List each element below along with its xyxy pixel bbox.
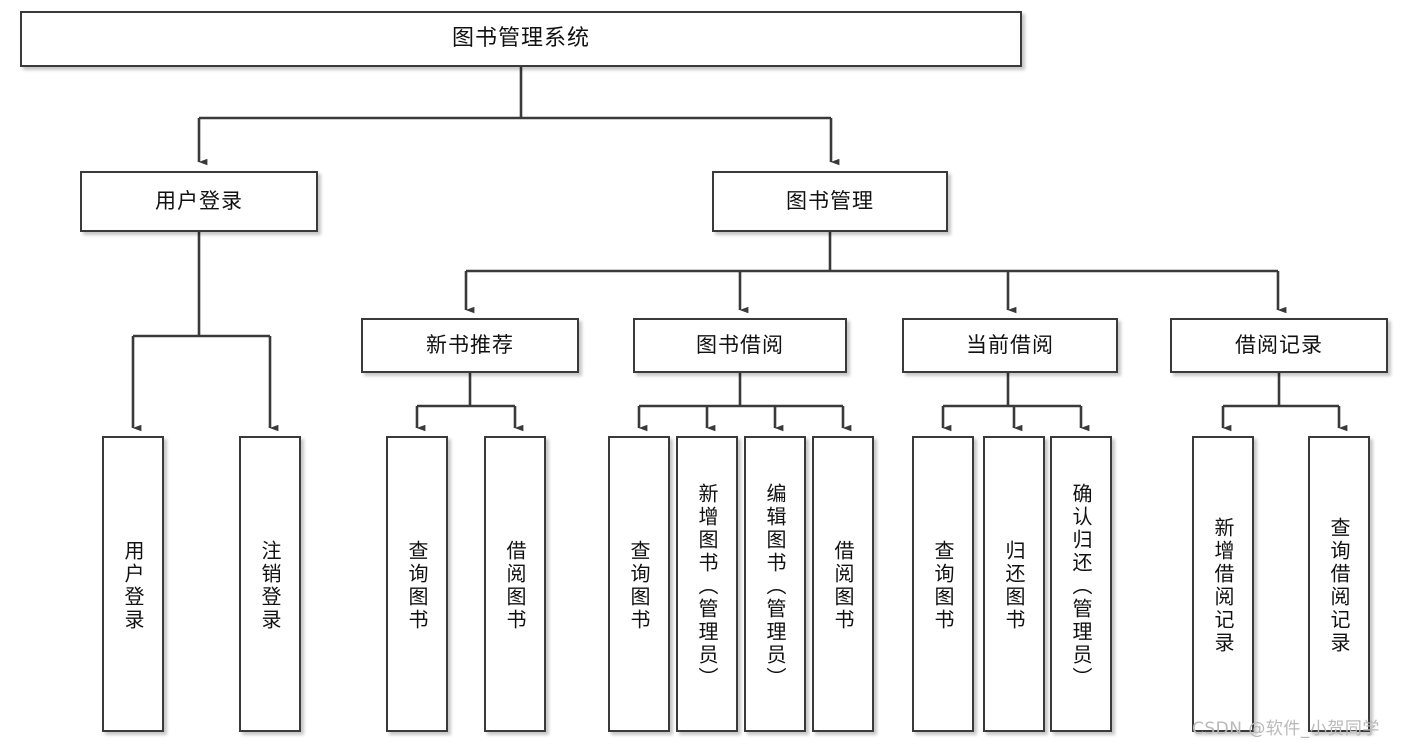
node-label: 借阅记录 bbox=[1235, 333, 1323, 358]
node-leaf-logout[interactable]: 注销登录 bbox=[239, 436, 301, 732]
node-leaf-query-book-recommend[interactable]: 查询图书 bbox=[386, 436, 448, 732]
node-label: 查询借阅记录 bbox=[1327, 517, 1351, 655]
node-label: 确认归还（管理员） bbox=[1069, 482, 1093, 690]
node-book-manage[interactable]: 图书管理 bbox=[712, 171, 948, 232]
node-leaf-query-book-current[interactable]: 查询图书 bbox=[912, 436, 974, 732]
node-label: 当前借阅 bbox=[966, 333, 1054, 358]
node-label: 图书管理系统 bbox=[451, 26, 590, 52]
node-label: 编辑图书（管理员） bbox=[763, 482, 787, 690]
node-leaf-confirm-return-admin[interactable]: 确认归还（管理员） bbox=[1050, 436, 1112, 732]
node-root-system[interactable]: 图书管理系统 bbox=[20, 11, 1022, 67]
node-leaf-edit-book-admin[interactable]: 编辑图书（管理员） bbox=[744, 436, 806, 732]
node-label: 注销登录 bbox=[258, 540, 282, 632]
node-label: 新增图书（管理员） bbox=[695, 482, 719, 690]
node-label: 图书管理 bbox=[786, 189, 874, 214]
csdn-watermark: CSDN @软件_小贺同学 bbox=[1192, 719, 1380, 739]
node-label: 借阅图书 bbox=[831, 540, 855, 632]
node-leaf-add-book-admin[interactable]: 新增图书（管理员） bbox=[676, 436, 738, 732]
node-label: 用户登录 bbox=[155, 189, 243, 214]
node-leaf-user-login[interactable]: 用户登录 bbox=[102, 436, 164, 732]
node-label: 归还图书 bbox=[1002, 540, 1026, 632]
node-leaf-return-book[interactable]: 归还图书 bbox=[983, 436, 1045, 732]
node-borrow-record[interactable]: 借阅记录 bbox=[1170, 318, 1388, 373]
node-label: 新书推荐 bbox=[426, 333, 514, 358]
node-user-login[interactable]: 用户登录 bbox=[80, 171, 318, 232]
node-label: 查询图书 bbox=[405, 540, 429, 632]
node-label: 查询图书 bbox=[627, 540, 651, 632]
node-leaf-add-borrow-record[interactable]: 新增借阅记录 bbox=[1192, 436, 1254, 732]
node-leaf-borrow-book[interactable]: 借阅图书 bbox=[812, 436, 874, 732]
node-leaf-borrow-book-recommend[interactable]: 借阅图书 bbox=[484, 436, 546, 732]
node-leaf-query-book-borrow[interactable]: 查询图书 bbox=[608, 436, 670, 732]
node-label: 借阅图书 bbox=[503, 540, 527, 632]
node-leaf-query-borrow-record[interactable]: 查询借阅记录 bbox=[1308, 436, 1370, 732]
node-new-book-recommend[interactable]: 新书推荐 bbox=[361, 318, 579, 373]
node-current-borrow[interactable]: 当前借阅 bbox=[902, 318, 1118, 373]
node-label: 查询图书 bbox=[931, 540, 955, 632]
node-label: 新增借阅记录 bbox=[1211, 517, 1235, 655]
node-label: 用户登录 bbox=[121, 540, 145, 632]
node-label: 图书借阅 bbox=[696, 333, 784, 358]
node-book-borrow[interactable]: 图书借阅 bbox=[633, 318, 847, 373]
